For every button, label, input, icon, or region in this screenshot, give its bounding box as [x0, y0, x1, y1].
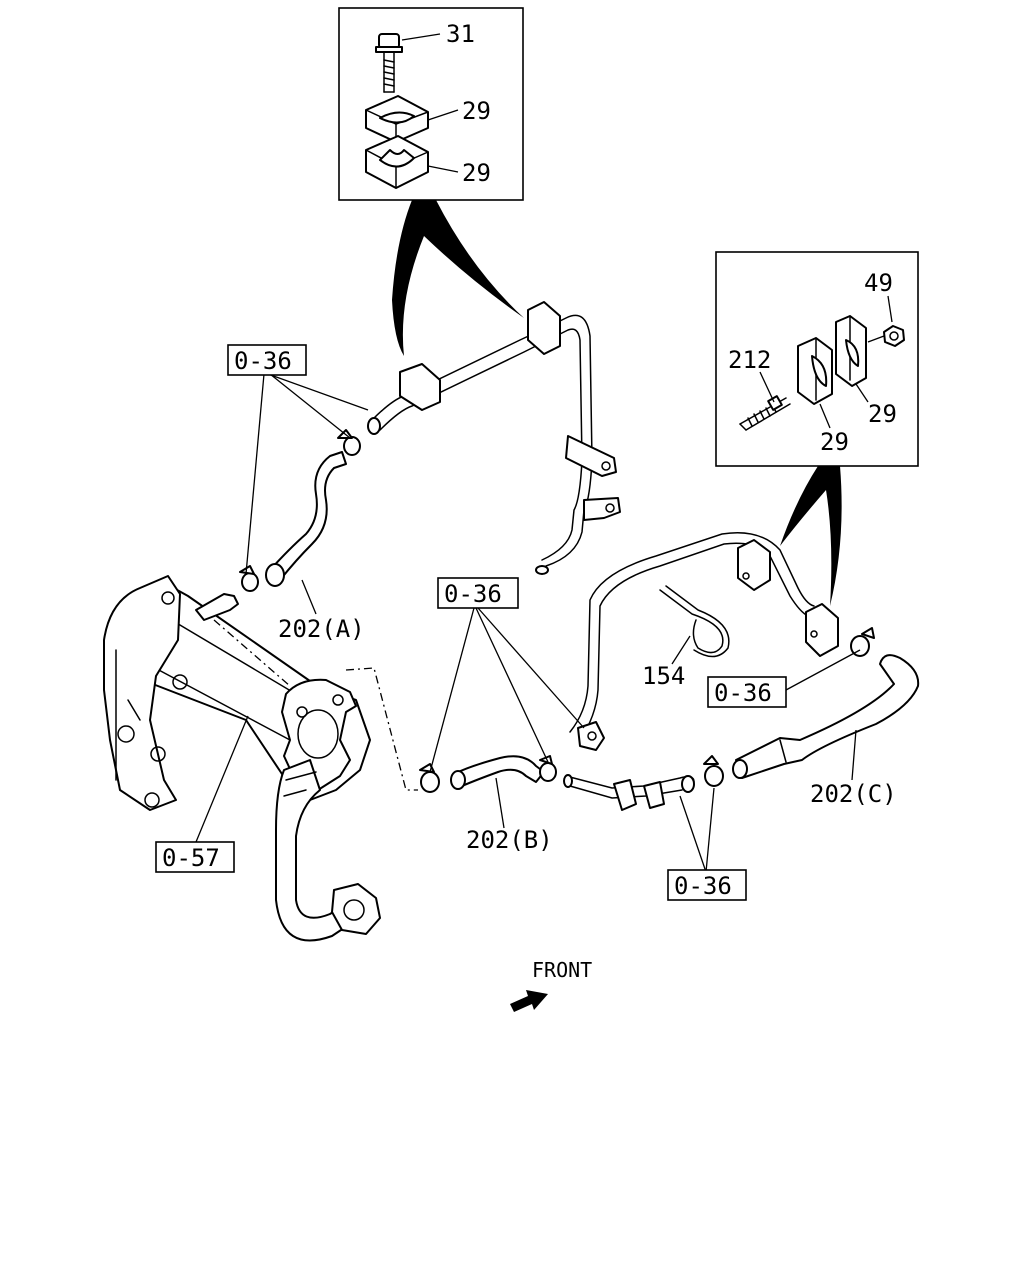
leader-lines	[195, 373, 861, 873]
hose-clamp-c2	[850, 627, 875, 657]
front-arrow-icon	[510, 990, 548, 1012]
lower-metal-pipe	[563, 531, 839, 811]
pointer-wedge-top	[392, 200, 524, 356]
nut-49	[883, 325, 905, 347]
detail-box-clamp-right	[715, 251, 919, 467]
ref-box-036-a: 0-36	[227, 344, 307, 376]
egr-cooler	[103, 575, 371, 811]
detail-box-clamp-top	[338, 7, 524, 201]
ref-036-c-text: 0-36	[714, 679, 772, 707]
hose-202b	[419, 755, 557, 793]
ref-box-057: 0-57	[155, 841, 235, 873]
label-part-202c: 202(C)	[810, 780, 897, 808]
hose-202a	[239, 429, 361, 592]
tie-strap-154	[659, 585, 730, 658]
upper-metal-pipe	[367, 301, 621, 575]
ref-box-036-b: 0-36	[437, 577, 519, 609]
label-part-29-right-inner: 29	[820, 428, 849, 456]
ref-036-b-text: 0-36	[444, 580, 502, 608]
hose-clamp-b2	[539, 755, 557, 782]
pointer-wedge-right	[780, 466, 842, 606]
label-part-202b: 202(B)	[466, 826, 553, 854]
front-label: FRONT	[532, 958, 592, 982]
clamp-29-right-inner	[797, 337, 833, 405]
hose-clamp-a1	[239, 565, 259, 592]
label-part-29-right-outer: 29	[868, 400, 897, 428]
ref-box-036-d: 0-36	[667, 869, 747, 901]
label-part-29-lower: 29	[462, 159, 491, 187]
ref-036-a-text: 0-36	[234, 347, 292, 375]
label-part-212: 212	[728, 346, 771, 374]
label-part-49: 49	[864, 269, 893, 297]
ref-036-d-text: 0-36	[674, 872, 732, 900]
clamp-29-lower	[365, 135, 429, 189]
hose-clamp-b1	[419, 763, 440, 793]
label-part-31: 31	[446, 20, 475, 48]
clamp-29-right-outer	[835, 315, 867, 387]
clamp-29-upper	[365, 95, 429, 143]
front-indicator: FRONT	[510, 958, 592, 1012]
hose-202c	[703, 627, 920, 787]
ref-057-text: 0-57	[162, 844, 220, 872]
bolt-31	[375, 33, 403, 93]
ref-box-036-c: 0-36	[707, 676, 787, 708]
label-part-154: 154	[642, 662, 685, 690]
hose-clamp-c1	[703, 755, 724, 787]
lower-hose	[275, 759, 381, 942]
label-part-29-upper: 29	[462, 97, 491, 125]
label-part-202a: 202(A)	[278, 615, 365, 643]
